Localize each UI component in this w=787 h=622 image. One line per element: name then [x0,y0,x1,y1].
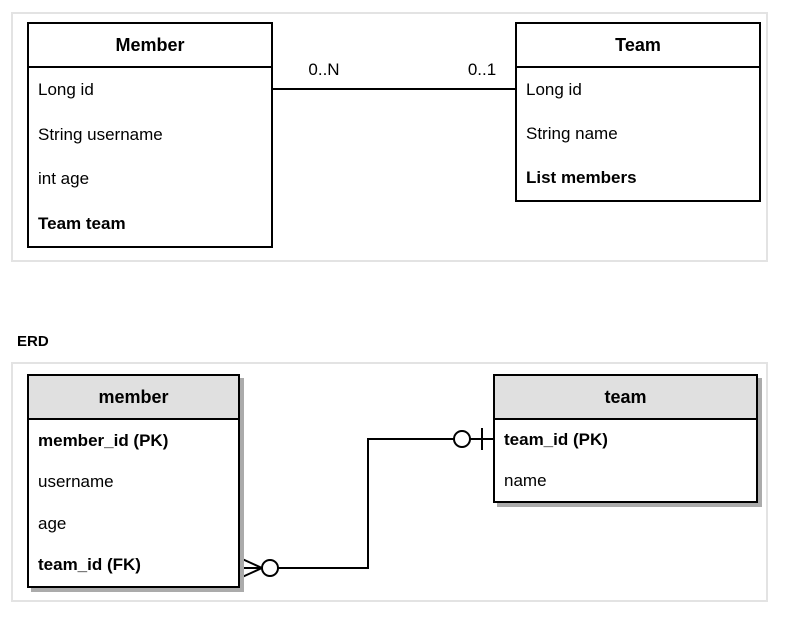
uml-attribute: Long id [38,80,94,100]
uml-multiplicity-member-end: 0..N [308,60,340,79]
uml-attribute: String username [38,124,163,144]
erd-table-team-title: team [495,376,756,420]
erd-column: age [38,513,67,533]
crow-foot-zero-or-one-icon [453,428,483,450]
connector-line [278,438,454,569]
uml-diagram-panel: Member Long id String username int age T… [11,12,768,262]
crow-foot-zero-or-many-icon [239,557,279,579]
erd-column-foreign-key: team_id (FK) [38,555,141,575]
uml-class-team-title: Team [517,24,759,68]
uml-multiplicity-team-end: 0..1 [467,60,497,79]
erd-table-member-title: member [29,376,238,420]
erd-column-primary-key: team_id (PK) [504,430,608,450]
uml-class-team: Team Long id String name List members [515,22,761,202]
uml-attribute: int age [38,169,90,189]
uml-attribute-reference: Team team [38,213,126,233]
uml-attribute: Long id [526,80,582,99]
uml-class-member-attributes: Long id String username int age Team tea… [29,68,271,246]
erd-column-primary-key: member_id (PK) [38,430,169,450]
uml-association-line [273,88,515,90]
erd-diagram-panel: member member_id (PK) username age team_… [11,362,768,602]
uml-class-team-attributes: Long id String name List members [517,68,759,200]
erd-table-team: team team_id (PK) name [493,374,758,503]
uml-attribute: String name [526,124,618,143]
uml-class-member-title: Member [29,24,271,68]
uml-attribute-reference: List members [526,168,637,187]
uml-class-member: Member Long id String username int age T… [27,22,273,248]
erd-column: username [38,472,114,492]
erd-column: name [504,470,547,490]
erd-section-label: ERD [17,333,49,350]
erd-table-member: member member_id (PK) username age team_… [27,374,240,588]
